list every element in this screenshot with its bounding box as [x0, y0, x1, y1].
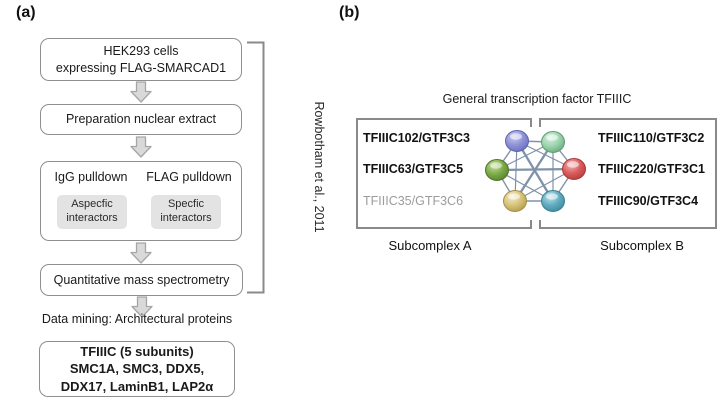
citation-bracket	[247, 41, 265, 294]
igg-pulldown-title: IgG pulldown	[54, 170, 128, 184]
subunit-node-top-left	[505, 130, 529, 152]
flow-step-cells-line1: HEK293 cells	[103, 44, 179, 59]
subunit-node-right	[562, 158, 586, 180]
subcomplex-a-box	[356, 118, 532, 229]
flow-step-cells-line2: expressing FLAG-SMARCAD1	[55, 60, 227, 75]
aspecific-interactors-box: Aspecfic interactors	[57, 195, 127, 229]
subunit-label-tfiiic35: TFIIIC35/GTF3C6	[363, 194, 464, 208]
flow-step-mass-spec-text: Quantitative mass spectrometry	[53, 272, 230, 287]
specific-interactors-line2: interactors	[160, 212, 212, 224]
flow-arrow-2	[130, 136, 152, 158]
panel-b-label: (b)	[339, 4, 360, 21]
subcomplex-b-box	[539, 118, 717, 229]
subcomplex-b-caption: Subcomplex B	[600, 238, 684, 253]
specific-interactors-box: Specfic interactors	[151, 195, 221, 229]
subunit-node-top-right	[541, 131, 565, 153]
aspecific-interactors-line1: Aspecfic	[71, 198, 113, 211]
flow-step-nuclear-extract: Preparation nuclear extract	[40, 104, 242, 135]
subunit-label-tfiiic102: TFIIIC102/GTF3C3	[363, 131, 470, 145]
flow-step-nuclear-extract-text: Preparation nuclear extract	[65, 112, 217, 127]
specific-interactors-line1: Specfic	[167, 198, 205, 211]
flow-arrow-3	[130, 242, 152, 264]
subunit-label-tfiiic220: TFIIIC220/GTF3C1	[598, 162, 705, 176]
result-proteins-line3: DDX17, LaminB1, LAP2α	[60, 378, 214, 394]
result-proteins-line1: TFIIIC (5 subunits)	[80, 344, 194, 360]
subunit-label-tfiiic110: TFIIIC110/GTF3C2	[598, 131, 705, 145]
data-mining-label: Data mining: Architectural proteins	[41, 312, 233, 326]
result-proteins-box: TFIIIC (5 subunits) SMC1A, SMC3, DDX5, D…	[39, 341, 235, 397]
subunit-label-tfiiic63: TFIIIC63/GTF3C5	[363, 162, 464, 176]
flag-pulldown-title: FLAG pulldown	[146, 170, 232, 184]
flow-arrow-1	[130, 81, 152, 103]
result-proteins-line2: SMC1A, SMC3, DDX5,	[69, 361, 205, 377]
panel-a-label: (a)	[16, 4, 36, 21]
subcomplex-a-caption: Subcomplex A	[388, 238, 472, 253]
subunit-node-bottom-left	[503, 190, 527, 212]
network-nodes	[485, 130, 586, 212]
panel-b-title: General transcription factor TFIIIC	[442, 92, 632, 106]
citation-text: Rowbotham et al., 2011	[312, 101, 326, 233]
flow-step-cells: HEK293 cells expressing FLAG-SMARCAD1	[40, 38, 242, 81]
aspecific-interactors-line2: interactors	[66, 212, 118, 224]
subunit-label-tfiiic90: TFIIIC90/GTF3C4	[598, 194, 699, 208]
subunit-node-left	[485, 159, 509, 181]
flow-step-mass-spec: Quantitative mass spectrometry	[40, 264, 243, 296]
subunit-node-bottom-right	[541, 190, 565, 212]
